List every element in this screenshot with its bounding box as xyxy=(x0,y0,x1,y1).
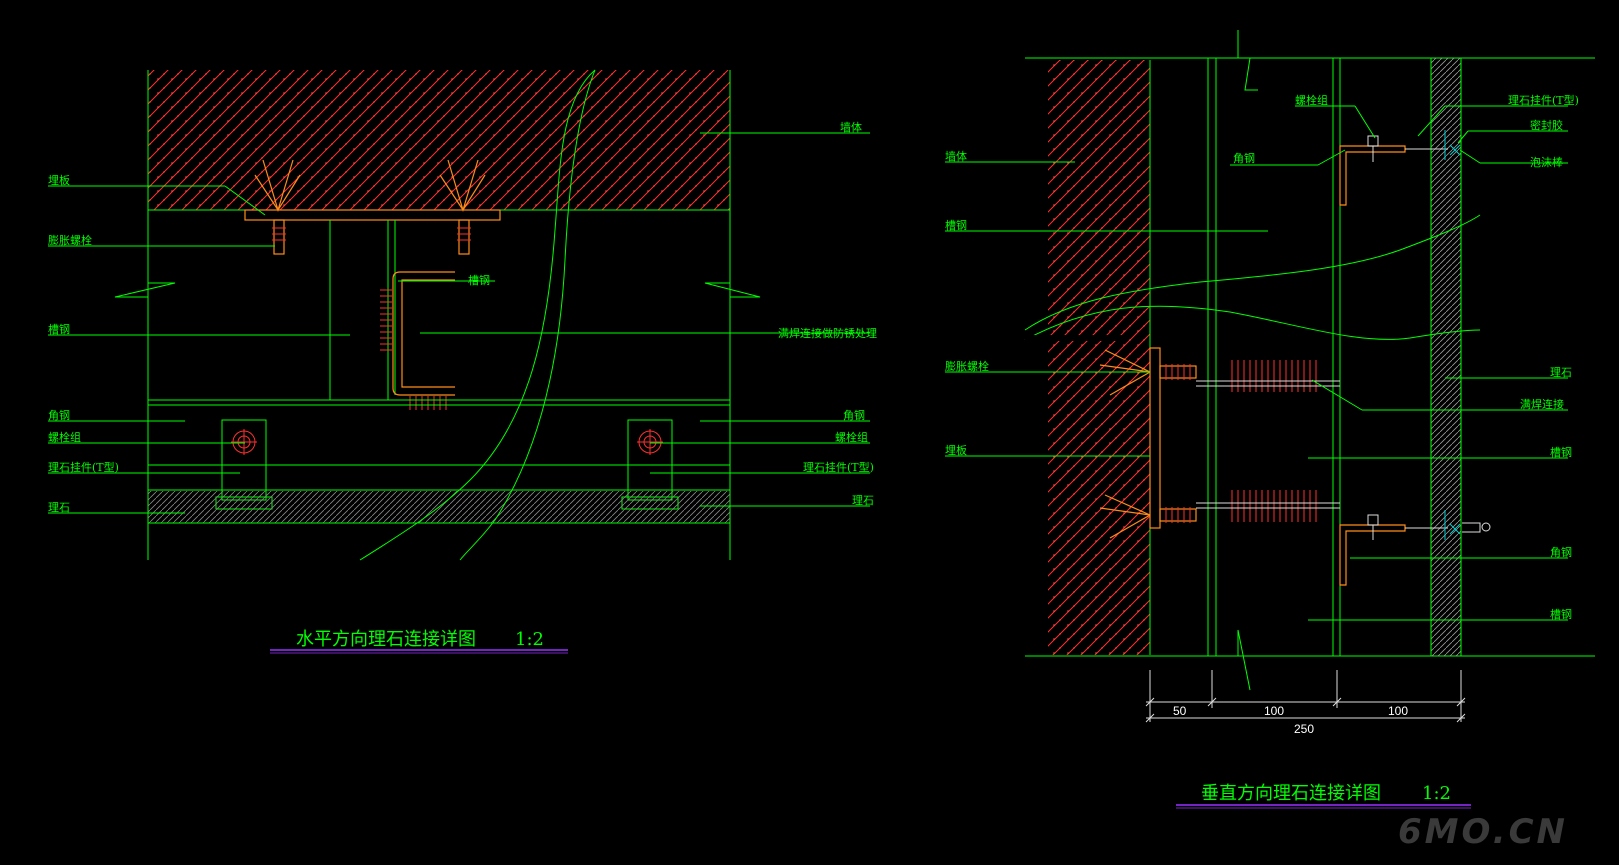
label-embed-plate-right: 埋板 xyxy=(945,443,967,457)
label-angle-steel-right: 角钢 xyxy=(843,409,865,422)
label-angle-steel-left: 角钢 xyxy=(48,409,70,422)
dimension-lines xyxy=(1145,670,1466,723)
embed-plate-right xyxy=(1149,347,1161,529)
dim-100-b: 100 xyxy=(1388,704,1408,718)
label-angle-steel-top: 角钢 xyxy=(1233,152,1255,165)
horizontal-detail: 墙体 埋板 膨胀螺栓 槽钢 槽钢 满焊连接做防锈处理 角钢 角钢 螺栓组 螺栓组… xyxy=(48,69,877,654)
label-wall: 墙体 xyxy=(840,120,862,134)
break-mark-left xyxy=(114,282,176,298)
label-weld-note: 满焊连接做防锈处理 xyxy=(778,326,877,340)
anchor-left xyxy=(254,159,301,213)
label-bolt-group-right: 螺栓组 xyxy=(835,430,868,444)
right-leaders xyxy=(945,105,1568,621)
label-channel-steel-top: 槽钢 xyxy=(945,219,967,232)
label-expansion-bolt: 膨胀螺栓 xyxy=(48,233,92,247)
vertical-detail: 墙体 槽钢 膨胀螺栓 埋板 螺栓组 角钢 理石挂件(T型) 密封胶 泡沫棒 理石… xyxy=(945,30,1595,809)
break-curve-1 xyxy=(359,69,596,561)
label-marble-hanger-right: 理石挂件(T型) xyxy=(803,460,874,474)
label-channel-steel-mid: 槽钢 xyxy=(1550,446,1572,459)
channel-profile xyxy=(392,271,455,396)
break-mark-right xyxy=(704,282,761,298)
break-wave-top xyxy=(1024,214,1481,331)
dim-50: 50 xyxy=(1173,704,1187,718)
watermark: 6MO.CN xyxy=(1398,812,1568,852)
left-scale: 1:2 xyxy=(515,629,544,650)
left-leaders xyxy=(48,132,870,514)
label-foam-rod: 泡沫棒 xyxy=(1530,155,1563,169)
weld-marks-right xyxy=(1165,360,1317,523)
dim-100-a: 100 xyxy=(1264,704,1284,718)
break-curve-2 xyxy=(459,69,596,561)
angle-steel-bottom xyxy=(1339,524,1406,586)
dim-250: 250 xyxy=(1294,722,1314,736)
label-marble-hanger-left: 理石挂件(T型) xyxy=(48,460,119,474)
label-bolt-group-right: 螺栓组 xyxy=(1295,93,1328,107)
anchor-right xyxy=(439,159,486,213)
angle-steel-top xyxy=(1339,145,1406,206)
weld-marks xyxy=(380,289,447,410)
label-weld-right: 满焊连接 xyxy=(1520,397,1564,411)
right-title: 垂直方向理石连接详图 xyxy=(1201,783,1381,804)
label-marble-left: 理石 xyxy=(48,501,70,514)
label-channel-steel-right: 槽钢 xyxy=(468,274,490,287)
label-expansion-bolt-right: 膨胀螺栓 xyxy=(945,359,989,373)
embed-plate xyxy=(244,209,501,221)
label-wall-right: 墙体 xyxy=(945,149,967,163)
label-channel-steel-left: 槽钢 xyxy=(48,323,70,336)
left-title: 水平方向理石连接详图 xyxy=(296,629,476,650)
label-marble-right: 理石 xyxy=(852,494,874,507)
break-wave-bottom xyxy=(1024,305,1481,341)
label-channel-steel-bottom: 槽钢 xyxy=(1550,608,1572,621)
label-sealant: 密封胶 xyxy=(1530,118,1563,132)
wall-hatch xyxy=(148,70,730,210)
label-embed-plate: 埋板 xyxy=(48,173,70,187)
label-marble-right: 理石 xyxy=(1550,366,1572,379)
label-marble-hanger-right: 理石挂件(T型) xyxy=(1508,93,1579,107)
right-scale: 1:2 xyxy=(1422,783,1451,804)
wall-hatch-right xyxy=(1048,60,1150,655)
label-bolt-group-left: 螺栓组 xyxy=(48,430,81,444)
marble-column xyxy=(1431,58,1461,656)
label-angle-steel-bottom: 角钢 xyxy=(1550,546,1572,559)
